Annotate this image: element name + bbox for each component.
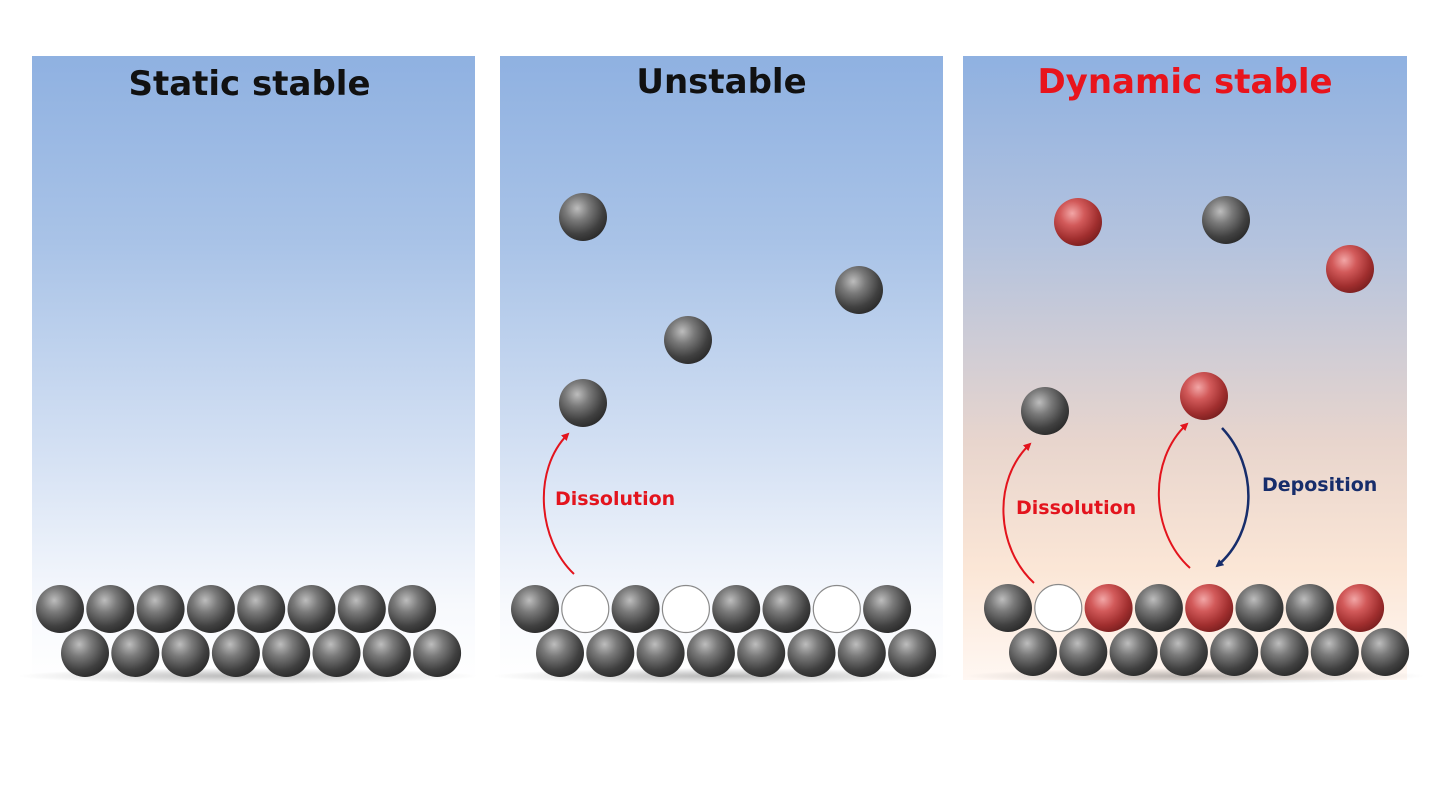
gray-atom — [337, 585, 386, 633]
dissolution-arrow — [1002, 442, 1035, 584]
panel-background — [963, 56, 1407, 680]
panel-background — [32, 56, 475, 680]
dissolution-label: Dissolution — [1016, 497, 1137, 519]
gray-atom — [362, 629, 411, 677]
gray-atom — [287, 585, 336, 633]
deposition-label: Deposition — [1262, 474, 1378, 496]
gray-atom — [586, 629, 635, 677]
dissolved-atom — [664, 316, 712, 364]
dynamic-stable-panel: Dynamic stable Dissolution Deposition — [963, 56, 1407, 680]
dissolved-atom — [559, 193, 607, 241]
dissolved-red-atom — [1326, 245, 1374, 293]
gray-atom — [1009, 628, 1057, 676]
dissolution-arrow — [542, 432, 575, 575]
dissolved-atom — [835, 266, 883, 314]
dissolved-atom — [1021, 387, 1069, 435]
gray-atom — [237, 585, 286, 633]
gray-atom — [686, 629, 735, 677]
gray-atom — [737, 629, 786, 677]
deposition-arrow — [1215, 427, 1250, 568]
gray-atom — [787, 629, 836, 677]
gray-atom — [611, 585, 660, 633]
panel-title: Unstable — [636, 62, 807, 102]
dissolved-red-atom — [1054, 198, 1102, 246]
gray-atom — [1260, 628, 1309, 676]
gray-atom — [161, 629, 210, 677]
gray-atom — [536, 629, 584, 677]
static-stable-panel: Static stable — [32, 56, 475, 680]
panel-title: Static stable — [128, 64, 371, 104]
dissolution-arrow — [1157, 422, 1191, 569]
gray-atom — [36, 585, 84, 633]
gray-atom — [511, 585, 559, 633]
unstable-panel: Unstable Dissolution — [500, 56, 943, 680]
gray-atom — [863, 585, 912, 633]
dissolved-atom — [559, 379, 607, 427]
gray-atom — [984, 584, 1032, 632]
gray-atom — [186, 585, 235, 633]
gray-atom — [1210, 628, 1259, 676]
gray-atom — [1310, 628, 1359, 676]
dissolved-atom — [1202, 196, 1250, 244]
gray-atom — [1134, 584, 1183, 632]
gray-atom — [1235, 584, 1284, 632]
vacancy-site — [561, 584, 610, 634]
gray-atom — [1159, 628, 1208, 676]
gray-atom — [837, 629, 886, 677]
gray-atom — [312, 629, 361, 677]
gray-atom — [111, 629, 160, 677]
gray-atom — [1361, 628, 1410, 676]
dissolution-label: Dissolution — [555, 488, 676, 510]
gray-atom — [1285, 584, 1334, 632]
red-atom — [1084, 584, 1133, 632]
gray-atom — [712, 585, 761, 633]
red-atom — [1336, 584, 1385, 632]
gray-atom — [888, 629, 937, 677]
panel-title: Dynamic stable — [1037, 62, 1333, 102]
gray-atom — [388, 585, 437, 633]
gray-atom — [413, 629, 462, 677]
gray-atom — [211, 629, 260, 677]
gray-atom — [762, 585, 811, 633]
vacancy-site — [812, 584, 861, 634]
red-atom — [1185, 584, 1234, 632]
gray-atom — [61, 629, 109, 677]
gray-atom — [1059, 628, 1108, 676]
gray-atom — [636, 629, 685, 677]
panel-background — [500, 56, 943, 680]
gray-atom — [86, 585, 135, 633]
vacancy-site — [1034, 583, 1083, 633]
gray-atom — [136, 585, 185, 633]
vacancy-site — [661, 584, 711, 634]
gray-atom — [262, 629, 311, 677]
dissolved-red-atom — [1180, 372, 1228, 420]
gray-atom — [1109, 628, 1158, 676]
